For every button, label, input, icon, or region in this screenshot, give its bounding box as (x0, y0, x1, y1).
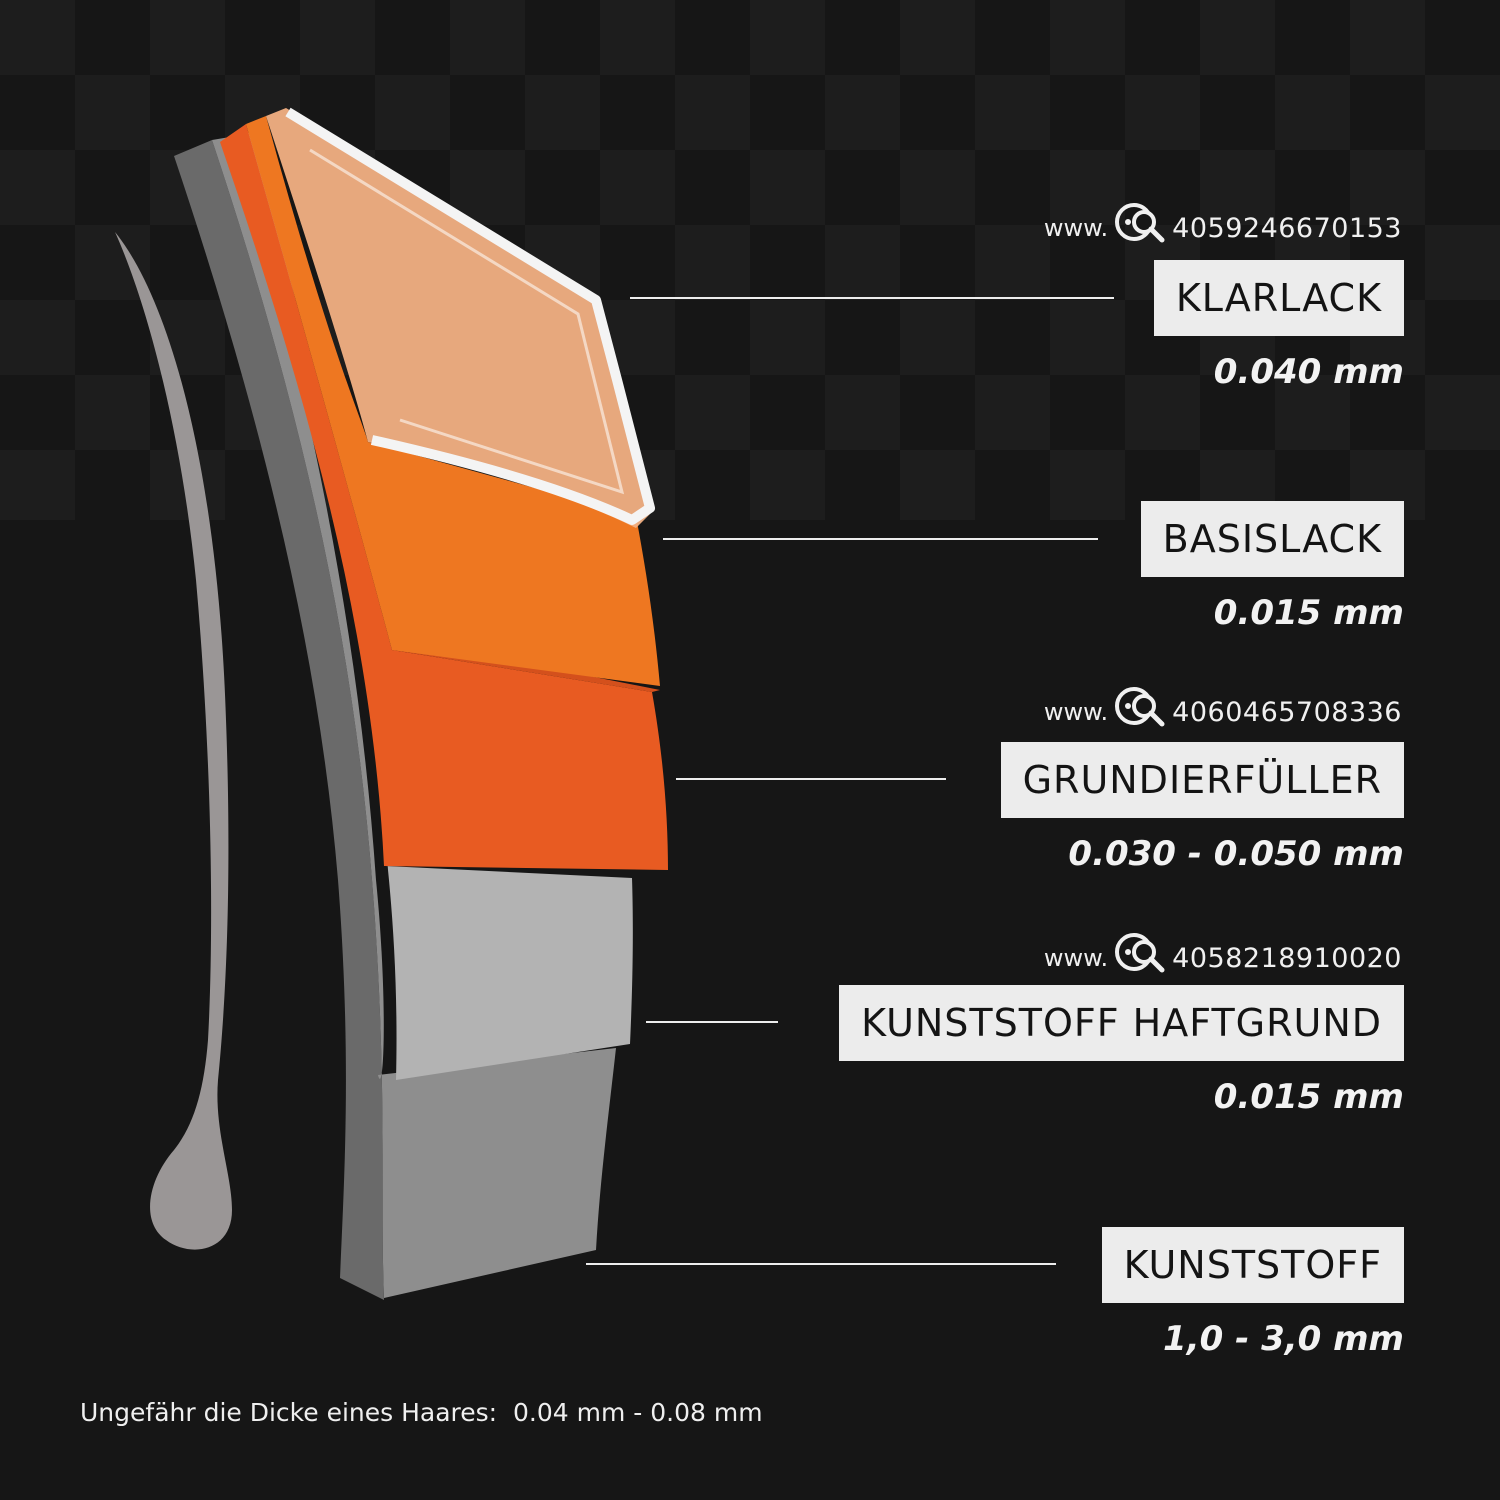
layer-label-kunststoff: KUNSTSTOFF (1101, 1227, 1404, 1303)
reference-klarlack: www. 4059246670153 (1044, 196, 1402, 244)
reference-number: 4060465708336 (1172, 697, 1402, 728)
search-target-icon (1115, 687, 1165, 727)
reference-haftgrund: www. 4058218910020 (1044, 926, 1402, 974)
substrate-edge (174, 140, 384, 1300)
layer-label-grundierfueller: GRUNDIERFÜLLER (1000, 742, 1404, 818)
reference-grundierfueller: www. 4060465708336 (1044, 680, 1402, 728)
search-target-icon (1115, 203, 1165, 243)
reference-prefix: www. (1043, 944, 1109, 972)
layer-grundierfueller (220, 124, 668, 870)
layer-label-basislack: BASISLACK (1140, 501, 1404, 577)
search-target-icon (1115, 933, 1165, 973)
hair-drop-illustration (115, 232, 232, 1250)
leader-line-basislack (663, 538, 1098, 540)
thickness-haftgrund: 0.015 mm (1213, 1077, 1404, 1117)
leader-line-kunststoff (586, 1263, 1056, 1265)
thickness-basislack: 0.015 mm (1213, 593, 1404, 633)
layer-label-haftgrund: KUNSTSTOFF HAFTGRUND (839, 985, 1404, 1061)
reference-prefix: www. (1043, 698, 1109, 726)
thickness-klarlack: 0.040 mm (1213, 352, 1404, 392)
layer-klarlack (266, 108, 654, 528)
leader-line-grundierfueller (676, 778, 946, 780)
leader-line-haftgrund (646, 1021, 778, 1023)
layer-kunststoff (212, 136, 616, 1298)
thickness-kunststoff: 1,0 - 3,0 mm (1163, 1319, 1404, 1359)
hair-thickness-footnote: Ungefähr die Dicke eines Haares: 0.04 mm… (80, 1398, 763, 1427)
layer-label-klarlack: KLARLACK (1153, 260, 1404, 336)
layer-basislack (246, 116, 660, 686)
reference-prefix: www. (1043, 214, 1109, 242)
thickness-grundierfueller: 0.030 - 0.050 mm (1068, 834, 1404, 874)
reference-number: 4058218910020 (1172, 943, 1402, 974)
klarlack-glass-edge (285, 107, 655, 525)
reference-number: 4059246670153 (1172, 213, 1402, 244)
leader-line-klarlack (630, 297, 1114, 299)
